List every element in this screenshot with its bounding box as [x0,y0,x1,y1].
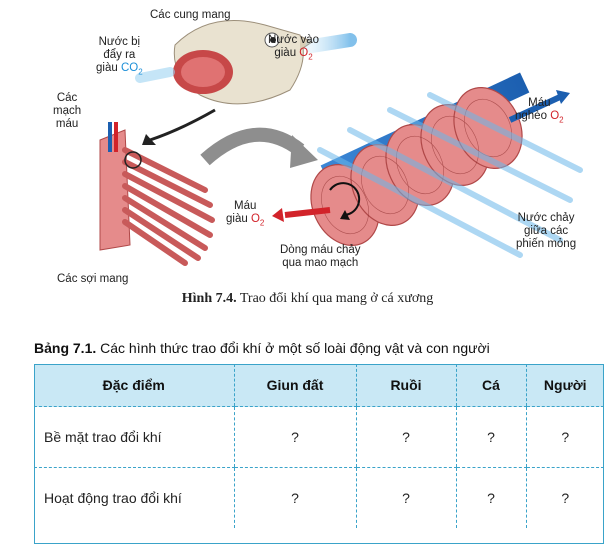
header-feature: Đặc điểm [34,364,234,407]
table-cell: ? [233,406,356,468]
table-cell: ? [455,467,526,528]
table-cell: ? [355,467,456,528]
label-gill-filaments: Các sợi mang [57,273,129,285]
gill-gas-exchange-figure: Các cung mang Nước bị đẩy ra giàu CO2 Nư… [53,9,583,285]
label-water-between-lamellae: Nước chảy giữa các phiến mỏng [516,212,577,250]
table-title: Bảng 7.1. Các hình thức trao đổi khí ở m… [34,340,490,356]
table-cell: ? [455,406,526,468]
row-label-activity: Hoạt động trao đổi khí [44,490,182,506]
label-blood-poor-o2: Máu nghèo O2 [515,97,564,125]
header-earthworm: Giun đất [233,364,356,407]
gas-exchange-table: Đặc điểm Giun đất Ruồi Cá Người Bề mặt t… [34,364,604,528]
label-water-in: Nước vào giàu O2 [268,34,320,62]
zoom-arrow-2 [200,127,305,166]
table-cell: ? [355,406,456,468]
water-out-arrow [135,67,175,83]
table-cell: ? [525,467,604,528]
figure-caption: Hình 7.4. Trao đổi khí qua mang ở cá xươ… [181,291,434,306]
header-fish: Cá [455,364,526,407]
fish-head [173,20,313,105]
header-human: Người [525,364,604,407]
water-in-arrow [305,33,357,53]
table-row: Bề mặt trao đổi khí ? ? ? ? [34,406,604,468]
table-cell: ? [525,406,604,468]
row-label-surface: Bề mặt trao đổi khí [34,406,234,468]
label-blood-vessels: Các mạch máu [53,92,82,130]
header-fly: Ruồi [355,364,456,407]
label-capillary-flow: Dòng máu chảy qua mao mạch [280,244,361,269]
label-gill-arches: Các cung mang [150,9,231,21]
table-cell: ? [233,467,356,528]
gill-filaments [99,122,215,266]
label-blood-rich-o2: Máu giàu O2 [226,200,265,228]
label-water-out: Nước bị đẩy ra giàu CO2 [96,36,143,77]
water-flow-arrows [317,92,583,258]
table-header-row: Đặc điểm Giun đất Ruồi Cá Người [34,364,604,407]
gill-illustration [99,20,583,266]
table-row: Hoạt động trao đổi khí ? ? ? ? [34,467,604,528]
zoom-arrow-1 [149,108,216,142]
